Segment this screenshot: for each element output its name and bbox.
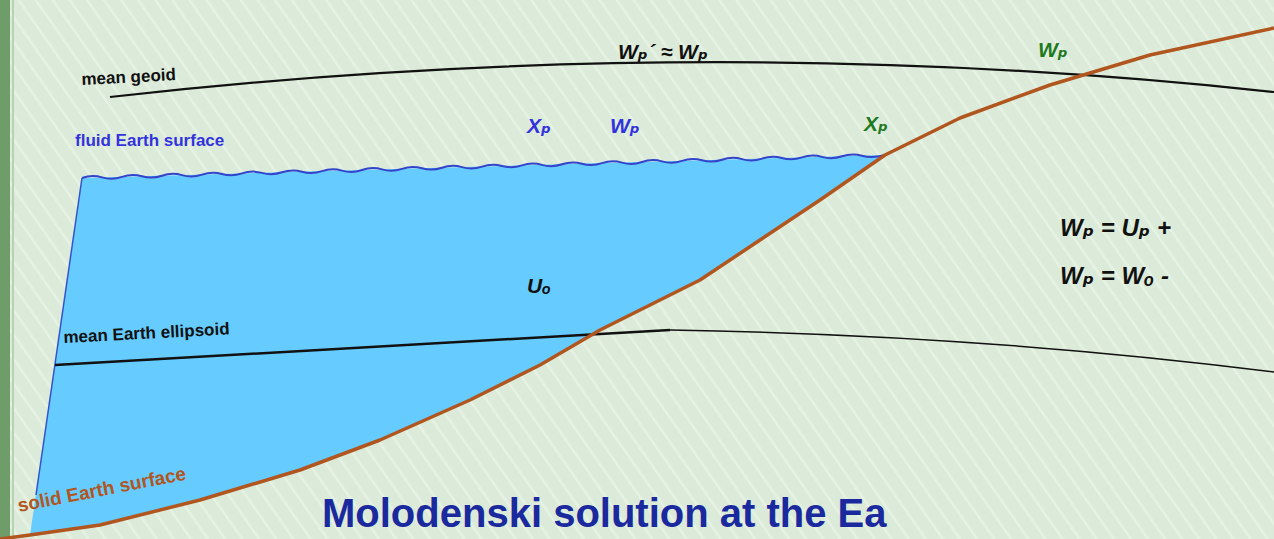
- curve-label: fluid Earth surface: [75, 131, 224, 151]
- potential-symbol: Wₚ: [1038, 38, 1068, 62]
- point-symbol: Xₚ: [864, 112, 888, 136]
- equation: Wₚ = Uₚ +: [1060, 214, 1171, 242]
- fluid-surface-curve: [82, 154, 885, 178]
- slide-border-bar: [0, 0, 10, 539]
- slide-title: Molodenski solution at the Ea: [322, 492, 887, 534]
- solid-surface-curve: [0, 28, 1274, 539]
- potential-symbol: Wₚ´ ≈ Wₚ: [618, 40, 708, 64]
- equation: Wₚ = Wₒ -: [1060, 262, 1169, 290]
- potential-symbol: Uₒ: [527, 274, 551, 298]
- slide-border-line: [12, 0, 14, 539]
- ellipsoid-curve: [670, 330, 1274, 372]
- point-symbol: Xₚ: [527, 114, 551, 138]
- geoid-curve: [110, 62, 1274, 97]
- potential-symbol: Wₚ: [610, 114, 640, 138]
